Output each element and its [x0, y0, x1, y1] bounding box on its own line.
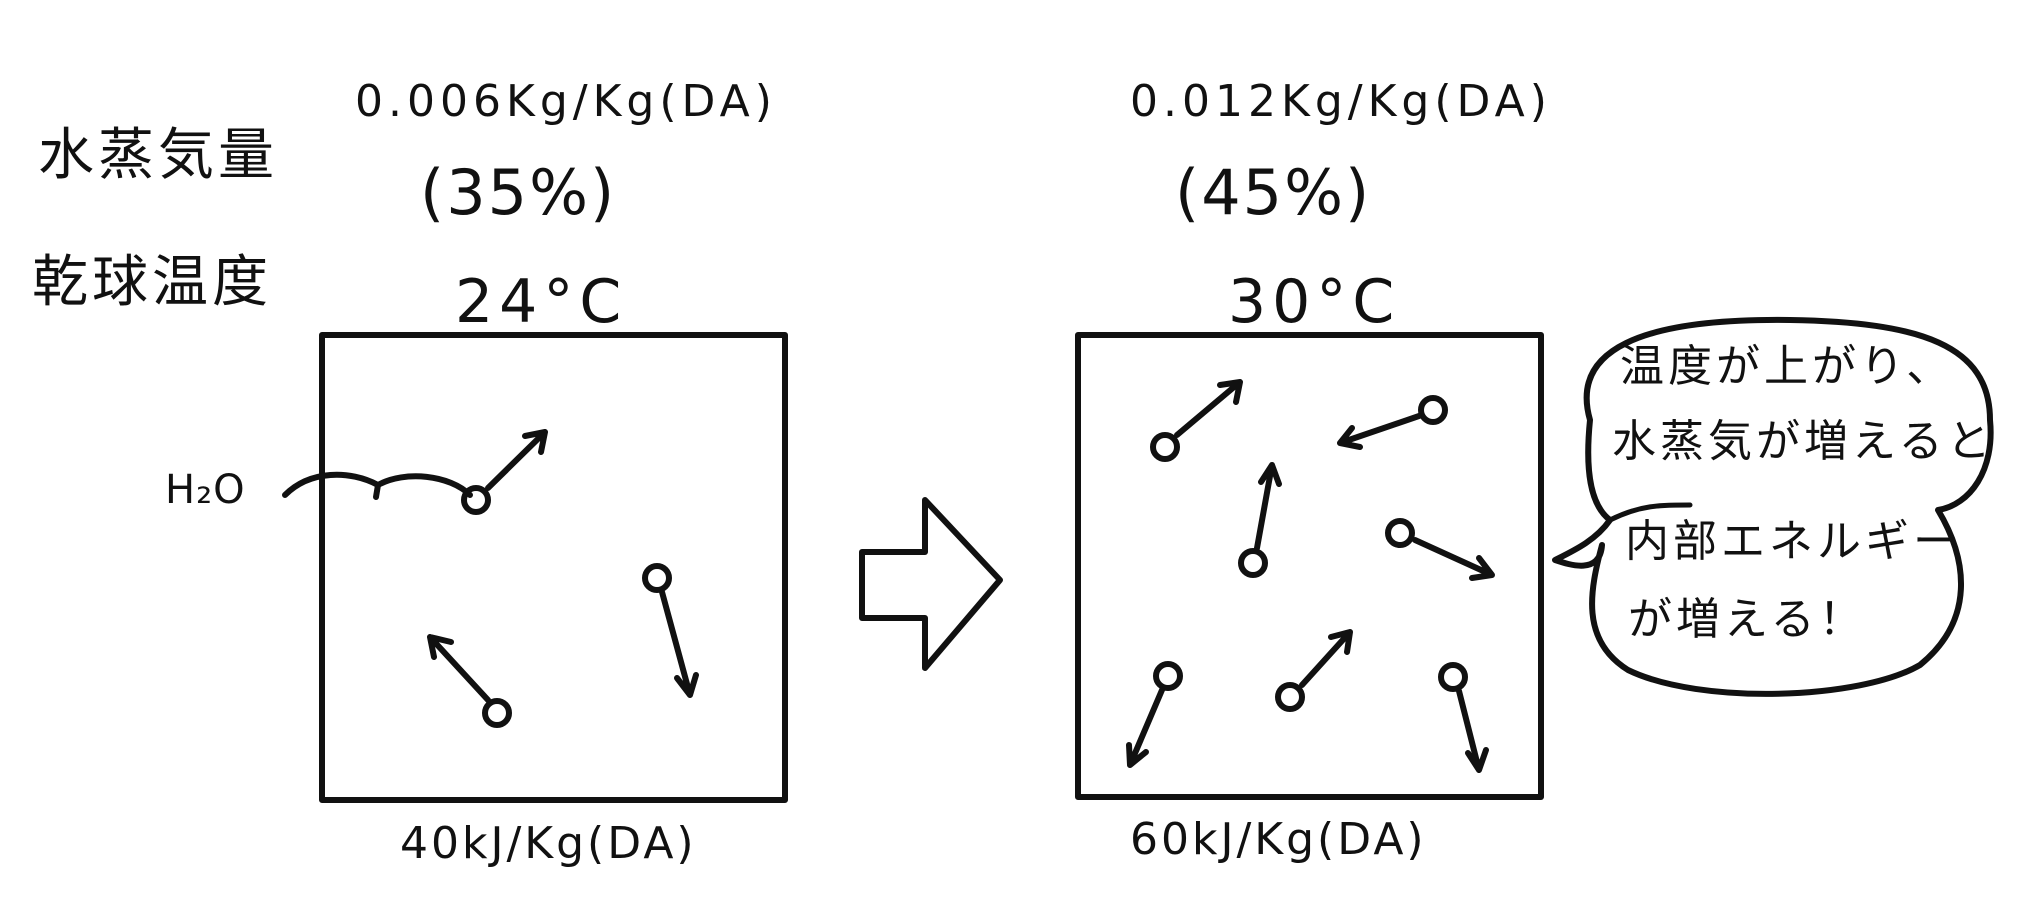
before-molecule: [427, 634, 512, 728]
water-vapor-amount-label: 水蒸気量: [38, 123, 278, 188]
after-molecule: [1337, 395, 1448, 450]
after-temperature: 30°C: [1228, 267, 1401, 337]
after-molecule: [1126, 661, 1183, 768]
before-temperature: 24°C: [455, 267, 628, 337]
bubble-line-1: 温度が上がり、: [1620, 341, 1955, 392]
right-block-arrow-icon: [859, 497, 1003, 671]
before-air-box: [319, 332, 788, 803]
bubble-line-4: が増える！: [1628, 594, 1867, 645]
after-molecule: [1150, 379, 1243, 462]
bubble-line-3: 内部エネルギー: [1625, 516, 1961, 567]
after-enthalpy: 60kJ/Kg(DA): [1130, 814, 1427, 865]
dry-bulb-temperature-label: 乾球温度: [32, 250, 272, 315]
after-molecule: [1385, 518, 1495, 581]
bubble-line-2: 水蒸気が増えると: [1612, 416, 1995, 467]
speech-bubble: [1552, 316, 1994, 697]
before-molecule: [642, 563, 699, 698]
before-relative-humidity: (35%): [420, 156, 617, 229]
h2o-label: H₂O: [165, 467, 246, 513]
after-air-box: [1075, 332, 1544, 800]
after-humidity-ratio: 0.012Kg/Kg(DA): [1130, 76, 1552, 127]
before-humidity-ratio: 0.006Kg/Kg(DA): [355, 76, 777, 127]
after-molecule: [1238, 462, 1282, 578]
before-enthalpy: 40kJ/Kg(DA): [400, 818, 697, 869]
before-molecule: [461, 429, 548, 515]
after-molecule: [1275, 629, 1353, 712]
after-relative-humidity: (45%): [1175, 156, 1372, 229]
after-molecule: [1438, 662, 1489, 773]
